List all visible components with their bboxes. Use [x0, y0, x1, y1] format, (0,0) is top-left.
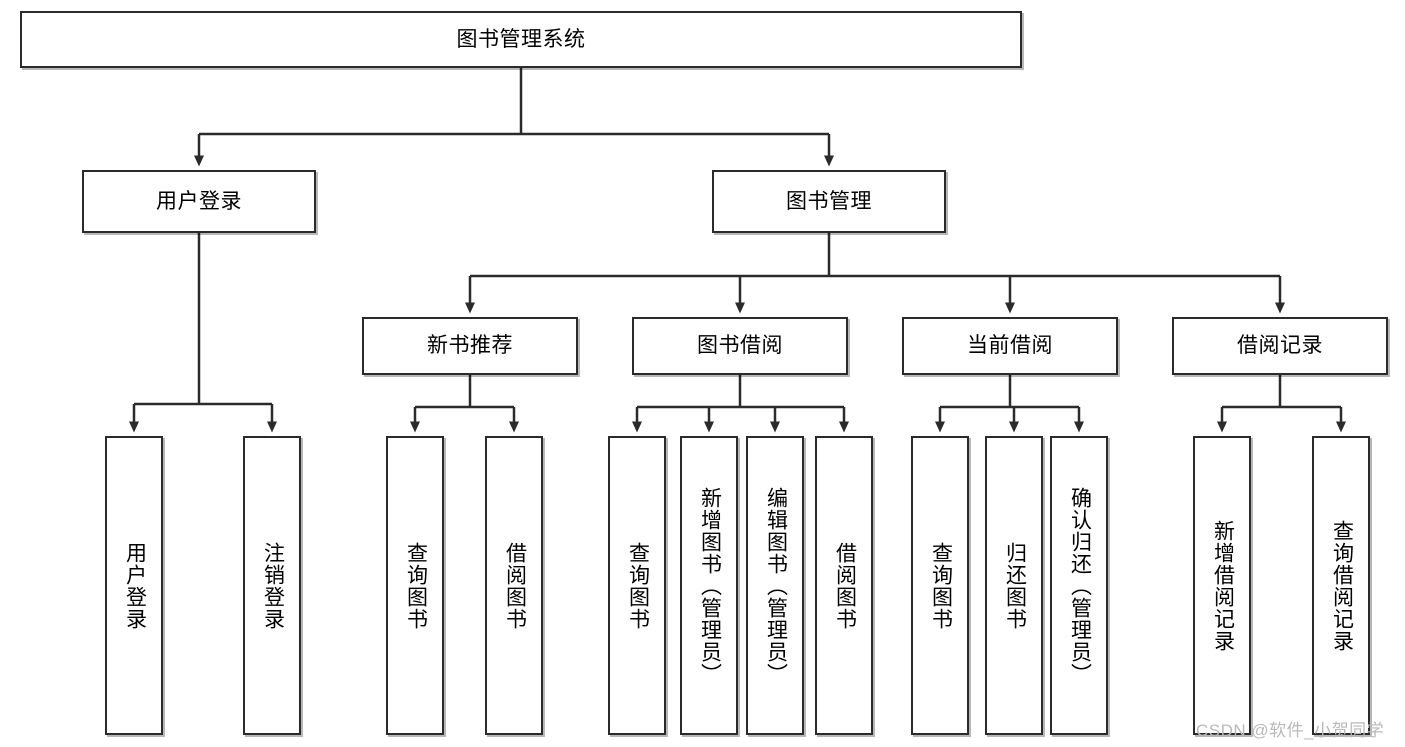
- node-label: 借阅记录: [1237, 334, 1323, 358]
- node-leaf-add-book[interactable]: 新增图书（管理员）: [680, 436, 738, 735]
- node-label: 借阅图书: [833, 541, 857, 630]
- node-new-book-rec[interactable]: 新书推荐: [362, 317, 578, 375]
- node-label: 图书管理系统: [456, 27, 586, 51]
- node-leaf-add-record[interactable]: 新增借阅记录: [1193, 436, 1251, 735]
- node-leaf-query-book-3[interactable]: 查询图书: [911, 436, 969, 735]
- node-label: 确认归还（管理员）: [1068, 486, 1092, 685]
- node-leaf-user-login[interactable]: 用户登录: [105, 436, 163, 735]
- node-label: 新增图书（管理员）: [698, 486, 722, 685]
- node-current-borrow[interactable]: 当前借阅: [902, 317, 1118, 375]
- node-leaf-borrow-book-1[interactable]: 借阅图书: [485, 436, 543, 735]
- node-label: 借阅图书: [503, 541, 527, 630]
- node-label: 查询图书: [404, 541, 428, 630]
- node-label: 查询图书: [626, 541, 650, 630]
- node-label: 查询图书: [929, 541, 953, 630]
- node-label: 查询借阅记录: [1330, 519, 1354, 652]
- node-label: 用户登录: [156, 189, 242, 213]
- node-label: 图书管理: [786, 189, 872, 213]
- node-leaf-return-book[interactable]: 归还图书: [985, 436, 1043, 735]
- node-label: 注销登录: [261, 541, 285, 630]
- node-leaf-borrow-book-2[interactable]: 借阅图书: [815, 436, 873, 735]
- node-label: 归还图书: [1003, 541, 1027, 630]
- node-leaf-logout[interactable]: 注销登录: [243, 436, 301, 735]
- node-label: 当前借阅: [967, 334, 1053, 358]
- node-label: 用户登录: [123, 541, 147, 630]
- node-leaf-edit-book[interactable]: 编辑图书（管理员）: [746, 436, 804, 735]
- node-book-borrow[interactable]: 图书借阅: [632, 317, 848, 375]
- watermark-label: CSDN @软件_小贺同学: [1196, 721, 1385, 740]
- node-user-login[interactable]: 用户登录: [82, 170, 316, 233]
- node-label: 新增借阅记录: [1211, 519, 1235, 652]
- node-label: 图书借阅: [697, 334, 783, 358]
- node-borrow-record[interactable]: 借阅记录: [1172, 317, 1388, 375]
- node-leaf-confirm-return[interactable]: 确认归还（管理员）: [1050, 436, 1108, 735]
- node-leaf-query-book-2[interactable]: 查询图书: [608, 436, 666, 735]
- node-leaf-query-book-1[interactable]: 查询图书: [386, 436, 444, 735]
- node-label: 新书推荐: [427, 334, 513, 358]
- node-leaf-query-record[interactable]: 查询借阅记录: [1312, 436, 1370, 735]
- node-root[interactable]: 图书管理系统: [20, 11, 1022, 68]
- node-book-manage[interactable]: 图书管理: [712, 170, 946, 233]
- node-label: 编辑图书（管理员）: [764, 486, 788, 685]
